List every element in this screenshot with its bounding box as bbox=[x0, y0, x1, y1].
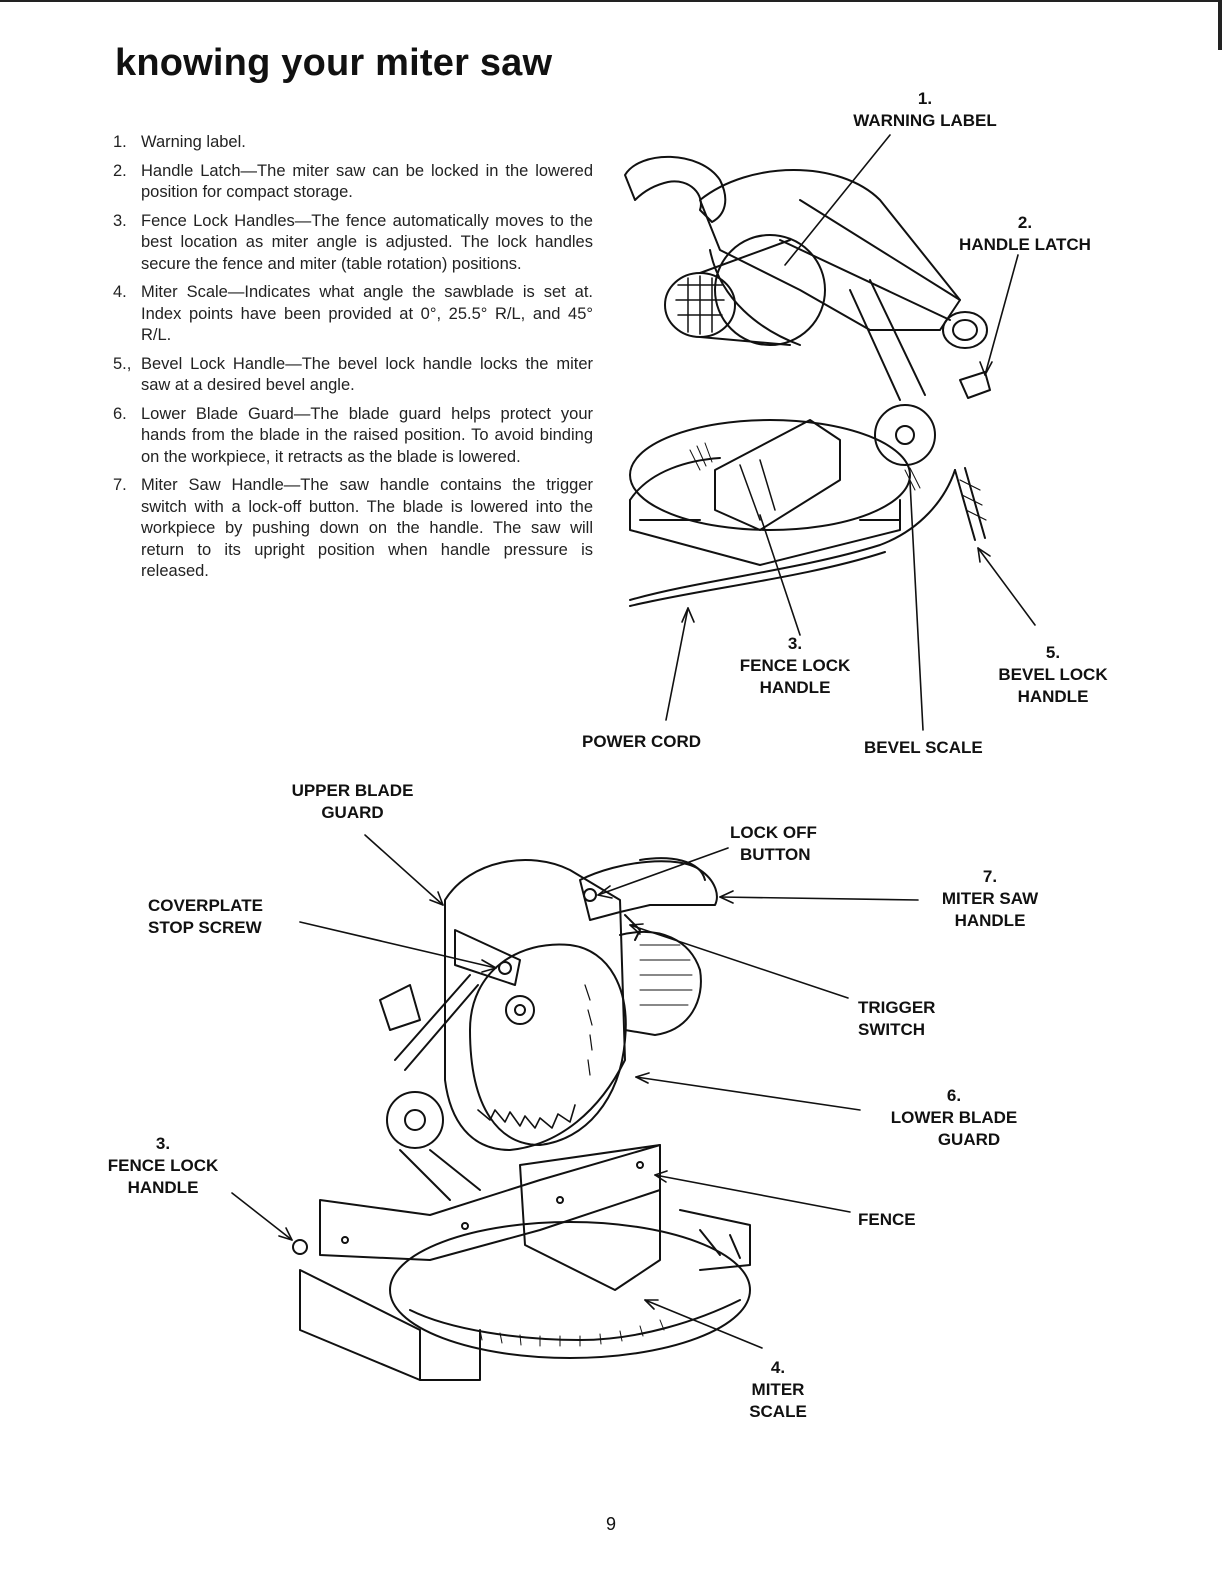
label-trigger-switch: TRIGGER SWITCH bbox=[858, 998, 936, 1039]
top-saw-drawing bbox=[624, 155, 991, 607]
bevel-knob bbox=[386, 1091, 444, 1149]
bottom-motor-housing bbox=[619, 930, 702, 1036]
list-item: 1.Warning label. bbox=[113, 133, 246, 151]
bevel-lock-rod bbox=[954, 467, 986, 541]
label-coverplate-stop-screw: COVERPLATE STOP SCREW bbox=[148, 896, 263, 937]
label-handle-latch: 2. HANDLE LATCH bbox=[959, 213, 1091, 254]
bottom-leader-lines bbox=[231, 834, 919, 1349]
label-bevel-lock-handle: 5. BEVEL LOCK HANDLE bbox=[998, 643, 1108, 706]
left-motor-cap bbox=[379, 984, 421, 1031]
label-bevel-scale: BEVEL SCALE bbox=[864, 738, 983, 757]
bottom-turntable bbox=[389, 1221, 751, 1359]
list-item: 7.Miter Saw Handle—The saw handle contai… bbox=[113, 476, 593, 580]
page-edge-mark bbox=[1218, 0, 1222, 50]
fence-lock-knob bbox=[292, 1239, 308, 1255]
list-item: 3.Fence Lock Handles—The fence automatic… bbox=[113, 211, 593, 273]
list-item: 5.,Bevel Lock Handle—The bevel lock hand… bbox=[113, 354, 593, 395]
blade-teeth bbox=[477, 1104, 576, 1129]
top-blade-guard bbox=[699, 169, 961, 331]
label-fence: FENCE bbox=[858, 1210, 916, 1229]
power-cord-drawing bbox=[629, 469, 956, 601]
bottom-saw-drawing bbox=[292, 857, 751, 1381]
top-handle-cap bbox=[942, 311, 988, 349]
top-turntable bbox=[629, 419, 911, 531]
label-warning-label: 1. WARNING LABEL bbox=[853, 89, 997, 130]
bevel-pivot bbox=[874, 404, 936, 466]
label-lock-off-button: LOCK OFF BUTTON bbox=[730, 823, 817, 864]
trigger-drawing bbox=[624, 914, 641, 941]
label-miter-scale: 4. MITER SCALE bbox=[749, 1358, 807, 1421]
label-power-cord: POWER CORD bbox=[582, 732, 701, 751]
lock-off-button-drawing bbox=[583, 888, 597, 902]
top-leader-lines bbox=[665, 134, 1036, 731]
base-left-foot bbox=[299, 1269, 421, 1381]
top-fence bbox=[714, 419, 841, 531]
list-item: 6.Lower Blade Guard—The blade guard help… bbox=[113, 404, 593, 466]
top-motor-housing bbox=[714, 234, 826, 346]
upper-blade-guard-drawing bbox=[444, 859, 626, 1151]
parts-list: 1.Warning label. 2.Handle Latch—The mite… bbox=[113, 132, 593, 590]
label-fence-lock-handle-bottom: 3. FENCE LOCK HANDLE bbox=[107, 1134, 219, 1197]
label-fence-lock-handle-top: 3. FENCE LOCK HANDLE bbox=[739, 634, 851, 697]
handle-latch-knob bbox=[959, 371, 991, 399]
miter-saw-handle-drawing bbox=[579, 860, 718, 921]
top-guard-arc bbox=[624, 155, 727, 223]
bottom-fence bbox=[319, 1144, 661, 1261]
label-lower-blade-guard: 6. LOWER BLADE GUARD bbox=[890, 1086, 1018, 1149]
label-miter-saw-handle: 7. MITER SAW HANDLE bbox=[941, 867, 1039, 930]
list-item: 2.Handle Latch—The miter saw can be lock… bbox=[113, 161, 593, 202]
list-item: 4.Miter Scale—Indicates what angle the s… bbox=[113, 283, 593, 344]
page-title: knowing your miter saw bbox=[115, 42, 553, 84]
base-right-foot bbox=[679, 1209, 751, 1271]
top-border bbox=[0, 0, 1222, 2]
arbor-nut bbox=[505, 995, 535, 1025]
miter-scale-ticks bbox=[479, 1319, 665, 1347]
coverplate-screw bbox=[498, 961, 512, 975]
coverplate bbox=[454, 929, 521, 986]
page-number: 9 bbox=[605, 1514, 616, 1534]
label-upper-blade-guard: UPPER BLADE GUARD bbox=[291, 781, 414, 822]
lower-blade-guard-drawing bbox=[469, 943, 627, 1146]
